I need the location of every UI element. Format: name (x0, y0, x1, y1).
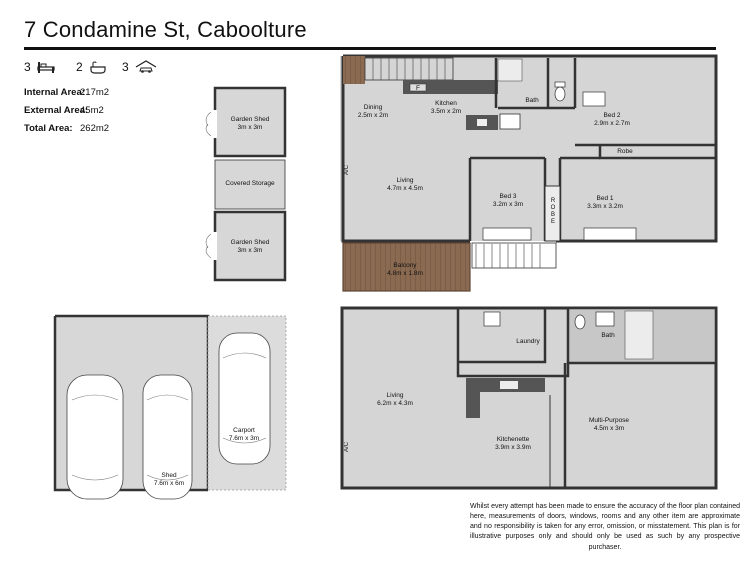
upper-bath-label: Bath (525, 97, 539, 104)
upper-robe-label: Robe (617, 148, 633, 155)
upper-floor-plan (340, 54, 718, 292)
bathrooms-stat: 2 (76, 60, 107, 74)
bath-icon (90, 60, 106, 74)
bedrooms-count: 3 (24, 60, 31, 74)
car-icon (135, 60, 156, 73)
covered-storage-label: Covered Storage (225, 180, 275, 187)
shed-carport-plan (53, 314, 287, 500)
internal-area: Internal Area: 217m2 (24, 87, 110, 98)
lower-laundry-label: Laundry (516, 338, 540, 345)
page-title: 7 Condamine St, Caboolture (24, 17, 307, 42)
disclaimer-text: Whilst every attempt has been made to en… (470, 503, 740, 551)
car-spaces-stat: 3 (122, 60, 157, 74)
upper-ac-label: A/C (344, 165, 350, 176)
lower-floor-plan (340, 306, 718, 490)
lower-bath-label: Bath (601, 332, 615, 339)
bathrooms-count: 2 (76, 60, 83, 74)
upper-fridge-label: F (416, 85, 420, 92)
external-area: External Area: 45m2 (24, 105, 104, 116)
title-rule (24, 47, 716, 50)
lower-ac-label: A/C (344, 442, 350, 453)
car-spaces-count: 3 (122, 60, 129, 74)
total-area: Total Area: 262m2 (24, 123, 110, 134)
garden-shed-plan (205, 86, 287, 282)
bed-icon (37, 61, 55, 73)
upper-robe-vertical-label: ROBE (550, 198, 556, 225)
bedrooms-stat: 3 (24, 60, 55, 74)
